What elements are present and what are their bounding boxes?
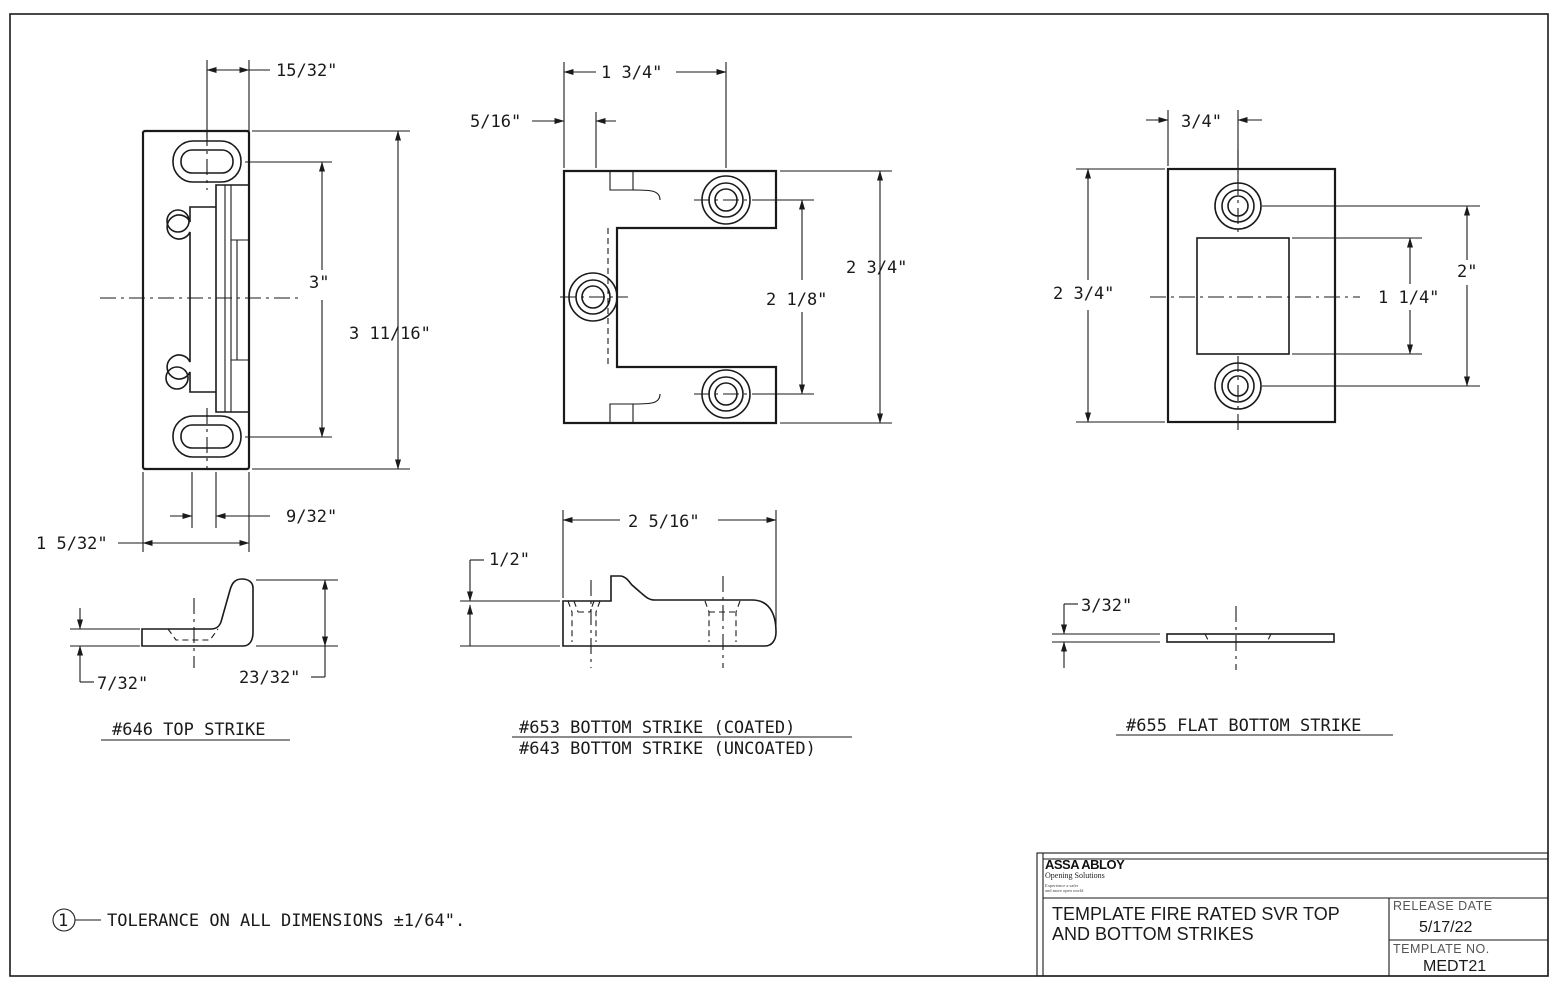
caption-643: #643 BOTTOM STRIKE (UNCOATED) [519,739,816,759]
template-number-label: TEMPLATE NO. [1393,942,1490,956]
tolerance-note: TOLERANCE ON ALL DIMENSIONS ±1/64". [107,911,465,931]
strike-655-front-view [1150,150,1360,430]
dim-653-side-height: 1/2" [489,550,530,570]
dim-653-hole-spacing: 2 1/8" [766,290,827,310]
dim-646-lip: 9/32" [286,507,337,527]
release-date-label: RELEASE DATE [1393,899,1493,913]
strike-653-side-view [460,510,777,668]
caption-646: #646 TOP STRIKE [112,720,266,740]
dim-646-hole-spacing: 3" [309,273,329,293]
caption-653: #653 BOTTOM STRIKE (COATED) [519,718,795,738]
logo-tagline-2: and more open world [1045,888,1084,893]
title-block [1036,852,1549,977]
release-date-value: 5/17/22 [1419,919,1472,936]
strike-646-side-view [70,578,338,683]
strike-655-dimensions [1076,110,1480,423]
drawing-title-line-2: AND BOTTOM STRIKES [1052,924,1254,944]
drawing-title-line-1: TEMPLATE FIRE RATED SVR TOP [1052,904,1340,924]
dim-655-width: 3/4" [1181,112,1222,132]
dim-646-slot-width: 15/32" [276,61,337,81]
dim-646-width: 1 5/32" [36,534,108,554]
dim-653-offset: 5/16" [470,112,521,132]
strike-655-side-view [1052,603,1335,670]
strike-653-dimensions [532,62,892,424]
dim-653-side-length: 2 5/16" [628,512,700,532]
dim-655-height: 2 3/4" [1053,284,1114,304]
dim-646-thickness: 7/32" [97,674,148,694]
strike-646-front-view [100,129,300,471]
company-logo-subtitle: Opening Solutions [1045,871,1105,880]
note-number: 1 [58,911,68,931]
dim-655-opening: 1 1/4" [1378,288,1439,308]
dim-653-height: 2 3/4" [846,258,907,278]
dim-655-thickness: 3/32" [1081,596,1132,616]
dim-646-height: 3 11/16" [349,324,431,344]
dim-653-width: 1 3/4" [601,63,662,83]
sheet-border [9,13,1549,977]
dim-655-hole-spacing: 2" [1457,262,1477,282]
logo-tagline-1: Experience a safer [1045,883,1079,888]
template-number-value: MEDT21 [1423,958,1486,975]
company-logo: ASSA ABLOY [1045,857,1125,872]
caption-655: #655 FLAT BOTTOM STRIKE [1126,716,1361,736]
strike-646-dimensions [118,60,410,552]
dim-646-depth: 23/32" [239,668,300,688]
strike-653-front-view [560,169,778,425]
